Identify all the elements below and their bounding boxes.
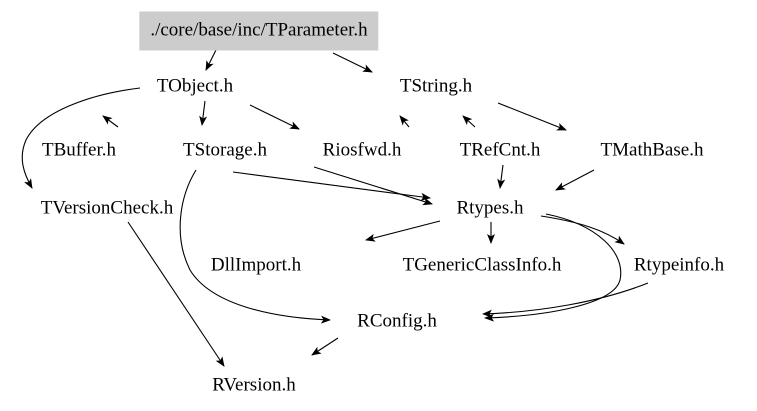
node-riosfwd[interactable]: Riosfwd.h — [322, 139, 402, 161]
node-rtypeinfo[interactable]: Rtypeinfo.h — [633, 254, 725, 276]
node-tmathbase[interactable]: TMathBase.h — [600, 139, 704, 161]
edge-tstring-riosfwd — [399, 115, 410, 128]
node-trefcnt[interactable]: TRefCnt.h — [459, 139, 541, 161]
node-rconfig[interactable]: RConfig.h — [357, 310, 437, 332]
edge-tstorage-rtypes — [232, 171, 431, 201]
edge-riosfwd-rtypes — [313, 166, 433, 206]
edge-rtypes-rconfig — [484, 213, 622, 322]
edge-tstring-trefcnt — [462, 115, 476, 128]
node-tstorage[interactable]: TStorage.h — [183, 139, 267, 161]
node-tparameter[interactable]: ./core/base/inc/TParameter.h — [139, 11, 379, 51]
edge-tparameter-tobject — [205, 49, 217, 71]
edge-tstorage-rconfig — [179, 169, 331, 324]
edge-tparameter-tstring — [332, 52, 373, 73]
edge-rtypes-rtypeinfo — [540, 215, 625, 245]
edge-tobject-tbuffer — [102, 115, 119, 128]
node-tstring[interactable]: TString.h — [399, 75, 473, 97]
node-tbuffer[interactable]: TBuffer.h — [41, 139, 117, 161]
edge-tobject-riosfwd — [249, 104, 300, 130]
node-dllimport[interactable]: DllImport.h — [210, 254, 302, 276]
edge-tobject-tversioncheck — [21, 87, 141, 189]
edge-tversioncheck-rversion — [127, 221, 225, 367]
edge-rconfig-rversion — [311, 337, 339, 356]
edge-tstring-tmathbase — [497, 102, 567, 131]
edge-tmathbase-rtypes — [555, 169, 595, 191]
node-tversioncheck[interactable]: TVersionCheck.h — [40, 197, 174, 219]
node-tobject[interactable]: TObject.h — [156, 75, 234, 97]
edge-trefcnt-rtypes — [497, 164, 506, 189]
edge-rtypeinfo-rconfig — [482, 282, 649, 318]
edge-tobject-tstorage — [199, 100, 208, 126]
node-tgenericclassinfo[interactable]: TGenericClassInfo.h — [402, 254, 562, 276]
node-rversion[interactable]: RVersion.h — [212, 374, 296, 396]
edge-rtypes-dllimport — [365, 220, 441, 242]
node-rtypes[interactable]: Rtypes.h — [456, 197, 524, 219]
